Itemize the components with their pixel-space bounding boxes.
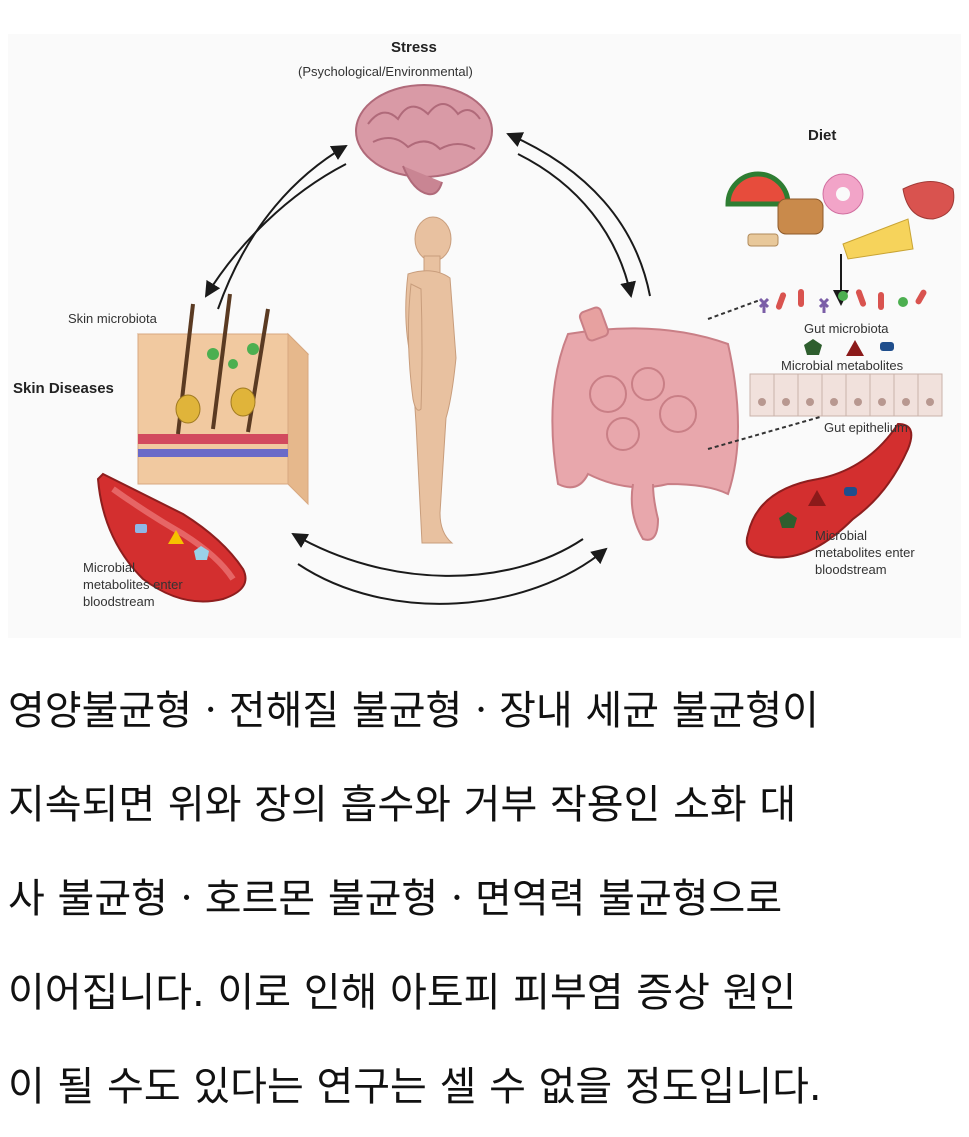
human-figure-icon bbox=[405, 216, 457, 544]
caption-line: 영양불균형ㆍ전해질 불균형ㆍ장내 세균 불균형이 bbox=[8, 688, 819, 734]
gut-skin-axis-diagram: Stress (Psychological/Environmental) Die… bbox=[8, 34, 961, 638]
arrow-skin-to-brain bbox=[217, 144, 348, 310]
stress-title: Stress bbox=[391, 39, 437, 56]
arrow-brain-to-gut bbox=[517, 153, 636, 298]
brain-icon bbox=[355, 84, 493, 196]
right-bloodstream-label: Microbial metabolites enter bloodstream bbox=[815, 528, 915, 577]
gut-bacteria-icons bbox=[758, 289, 927, 313]
metabolite-shapes bbox=[804, 339, 894, 356]
intestine-icon bbox=[551, 306, 739, 541]
skin-microbiota-label: Skin microbiota bbox=[68, 311, 157, 326]
skin-tissue-icon bbox=[136, 293, 310, 506]
caption-text: 영양불균형ㆍ전해질 불균형ㆍ장내 세균 불균형이 지속되면 위와 장의 흡수와 … bbox=[8, 664, 963, 1134]
gut-epithelium-icon bbox=[749, 373, 943, 417]
caption-line: 지속되면 위와 장의 흡수와 거부 작용인 소화 대 bbox=[8, 782, 797, 828]
diet-foods-icon bbox=[725, 171, 955, 260]
caption-line: 사 불균형ㆍ호르몬 불균형ㆍ면역력 불균형으로 bbox=[8, 876, 783, 922]
gut-epithelium-label: Gut epithelium bbox=[824, 420, 908, 435]
caption-line: 이어집니다. 이로 인해 아토피 피부염 증상 원인 bbox=[8, 970, 797, 1016]
arrow-gut-to-brain bbox=[506, 132, 651, 297]
stress-subtitle: (Psychological/Environmental) bbox=[298, 64, 473, 79]
caption-line: 이 될 수도 있다는 연구는 셀 수 없을 정도입니다. bbox=[8, 1064, 822, 1110]
blood-vessel-right-icon bbox=[745, 422, 913, 559]
arrow-brain-to-skin bbox=[204, 163, 347, 298]
skin-diseases-label: Skin Diseases bbox=[13, 380, 114, 397]
cycle-arrows bbox=[204, 132, 651, 605]
microbial-metabolites-label: Microbial metabolites bbox=[781, 358, 904, 373]
left-bloodstream-label: Microbial metabolites enter bloodstream bbox=[83, 560, 183, 609]
blood-vessel-left-icon bbox=[96, 472, 247, 603]
gut-microbiota-label: Gut microbiota bbox=[804, 321, 889, 336]
diet-label: Diet bbox=[808, 127, 837, 144]
arrow-skin-to-gut bbox=[297, 547, 608, 605]
diagram-artwork bbox=[96, 84, 955, 605]
arrow-gut-to-skin bbox=[291, 532, 584, 577]
